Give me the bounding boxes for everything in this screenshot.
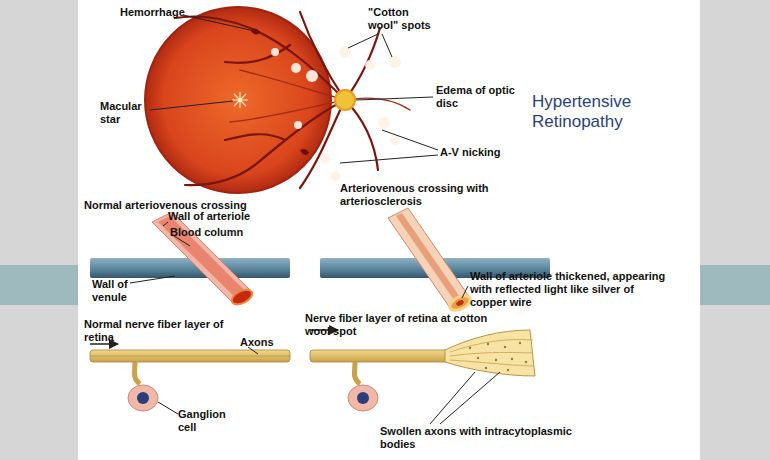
leader-line xyxy=(150,15,438,163)
cotton-wool-spot xyxy=(271,46,401,181)
av-nicking-label: A-V nicking xyxy=(440,146,520,159)
part-label: Wall of arteriole xyxy=(168,210,278,223)
sclerotic-arteriole xyxy=(388,208,473,313)
part-label: Ganglion cell xyxy=(178,408,233,434)
ganglion-cell xyxy=(348,385,378,411)
hemorrhage-label: Hemorrhage xyxy=(120,6,200,19)
swollen-axons xyxy=(445,330,535,376)
panel-heading: Arteriovenous crossing with arterioscler… xyxy=(340,182,540,208)
venule xyxy=(90,258,290,278)
part-label: Axons xyxy=(240,336,290,349)
ganglion-cell xyxy=(128,385,158,411)
macular-star-label: Macular star xyxy=(100,100,150,126)
diagram-title: Hypertensive Retinopathy xyxy=(532,92,697,132)
part-label: Wall of arteriole thickened, appearing w… xyxy=(470,270,670,309)
nerve-fiber-layer xyxy=(90,350,290,362)
retinal-vessels xyxy=(175,12,380,188)
macular-star xyxy=(232,92,248,108)
side-band xyxy=(700,0,770,460)
leader-line xyxy=(130,222,468,298)
part-label: Wall of venule xyxy=(92,278,137,304)
optic-disc xyxy=(335,90,355,110)
hemorrhage xyxy=(250,28,260,34)
cotton-wool-label: "Cotton wool" spots xyxy=(368,6,440,32)
panel-heading: Normal nerve fiber layer of retina xyxy=(84,318,224,344)
optic-disc-label: Edema of optic disc xyxy=(436,84,516,110)
part-label: Swollen axons with intracytoplasmic bodi… xyxy=(380,425,580,451)
nerve-fiber-layer xyxy=(310,350,450,362)
side-band xyxy=(0,0,78,460)
fundus xyxy=(145,7,331,193)
part-label: Blood column xyxy=(170,226,270,239)
panel-heading: Nerve fiber layer of retina at cotton wo… xyxy=(305,312,505,338)
